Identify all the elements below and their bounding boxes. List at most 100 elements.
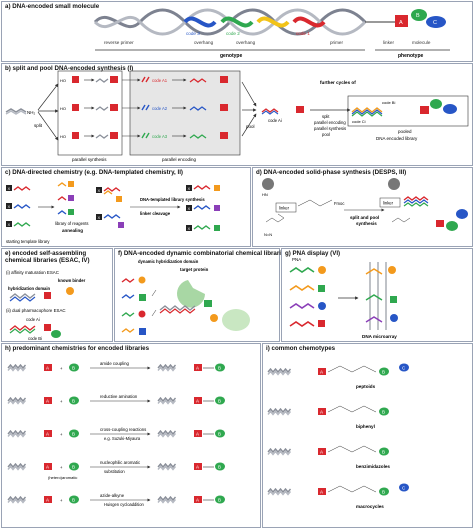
chemotype-label: peptoids xyxy=(356,384,376,389)
svg-text:+: + xyxy=(60,465,63,470)
svg-text:A: A xyxy=(46,432,49,437)
genotype-label: genotype xyxy=(220,53,242,59)
panel-e-diagram: (i) affinity maturation ESAC known binde… xyxy=(6,270,86,341)
label-code-1: code 1 xyxy=(296,31,310,36)
svg-text:A: A xyxy=(196,366,199,371)
svg-text:B: B xyxy=(218,465,221,470)
svg-text:B: B xyxy=(218,432,221,437)
pna-label: PNA xyxy=(292,257,301,262)
reaction-name: cross-coupling reactions xyxy=(100,427,146,432)
svg-text:N=N: N=N xyxy=(264,232,272,237)
linker-cleavage-label: linker cleavage xyxy=(140,211,171,216)
code-c-label: C xyxy=(433,20,437,26)
label-code-2: code 2 xyxy=(226,31,240,36)
hybrid-domain-label: hybridization domain xyxy=(8,286,51,291)
label-reverse-primer: reverse primer xyxy=(104,40,134,45)
svg-text:B: B xyxy=(218,498,221,503)
label-primer: primer xyxy=(330,40,343,45)
svg-text:+: + xyxy=(60,432,63,437)
target-protein-label: target protein xyxy=(180,267,209,272)
further-step-3: parallel synthesis xyxy=(314,126,346,131)
svg-text:A: A xyxy=(46,498,49,503)
code-ci-label: code Ci xyxy=(352,119,366,124)
further-step-2: parallel encoding xyxy=(314,120,346,125)
code-bi-label: code Bi xyxy=(382,100,395,105)
code-a2-label: code A2 xyxy=(152,106,168,111)
reaction-name: nucleophilic aromatic xyxy=(100,460,141,465)
fmoc-label: Fmoc xyxy=(334,201,344,206)
reaction-name: azide-alkyne xyxy=(100,493,125,498)
chemotype-row: ABCmacrocycles xyxy=(268,484,409,510)
svg-text:NH₂: NH₂ xyxy=(27,110,35,115)
svg-text:+: + xyxy=(60,399,63,404)
esac-code-ai: code Ai xyxy=(26,317,40,322)
template-library-label: starting template library xyxy=(6,239,50,244)
further-step-1: split xyxy=(322,114,330,119)
svg-text:HO: HO xyxy=(60,106,66,111)
chemotype-label: biphenyl xyxy=(356,424,375,429)
esac-code-bi: code Bi xyxy=(28,336,42,341)
reaction-name: amide coupling xyxy=(100,361,130,366)
panel-f-diagram: dynamic hybridization domain target prot… xyxy=(122,259,250,335)
chemotype-row: ABbenzimidazoles xyxy=(268,446,390,469)
reaction-name: reductive amination xyxy=(100,394,138,399)
split-label: split xyxy=(34,123,43,128)
svg-text:A: A xyxy=(320,370,323,375)
chemotype-row: ABbiphenyl xyxy=(268,406,389,429)
svg-text:+: + xyxy=(60,498,63,503)
label-code-3: code 3 xyxy=(186,31,200,36)
further-cycles-label: further cycles of xyxy=(320,80,356,85)
panel-c-diagram: X X X starting template library library … xyxy=(6,181,220,244)
panel-b-diagram: NH₂ split parallel synthesis parallel en… xyxy=(6,71,468,162)
svg-text:X: X xyxy=(98,215,101,220)
label-overhang-2: overhang xyxy=(236,40,256,45)
svg-text:A: A xyxy=(196,399,199,404)
svg-text:B: B xyxy=(382,490,385,495)
code-a-label: A xyxy=(399,20,403,26)
svg-text:B: B xyxy=(72,432,75,437)
synthesis-label: synthesis xyxy=(356,221,377,226)
dna-microarray-label: DNA microarray xyxy=(362,334,397,339)
code-ai-label: code Ai xyxy=(268,118,282,123)
chemotype-label: macrocycles xyxy=(356,504,384,509)
split-pool-label: split and pool xyxy=(350,215,379,220)
linker-box-2: linker xyxy=(383,201,394,206)
annealing-label: annealing xyxy=(62,228,83,233)
svg-text:A: A xyxy=(196,498,199,503)
svg-text:X: X xyxy=(98,188,101,193)
svg-text:HO: HO xyxy=(60,134,66,139)
svg-text:X: X xyxy=(8,204,11,209)
code-a3-label: code A3 xyxy=(152,134,168,139)
phenotype-label: phenotype xyxy=(398,53,423,59)
reaction-sub: Huisgen cycloaddition xyxy=(104,502,145,507)
dynamic-domain-label: dynamic hybridization domain xyxy=(138,259,199,264)
panel-d-diagram: HN linker Fmoc N=N split and pool synthe… xyxy=(262,178,468,237)
svg-text:A: A xyxy=(320,450,323,455)
svg-text:+: + xyxy=(60,366,63,371)
svg-text:HN: HN xyxy=(262,192,268,197)
code-a1-label: code A1 xyxy=(152,78,168,83)
svg-text:A: A xyxy=(196,432,199,437)
svg-text:X: X xyxy=(188,206,191,211)
templated-synthesis-label: DNA-templated library synthesis xyxy=(140,197,205,202)
label-molecule: molecule xyxy=(412,40,431,45)
svg-text:A: A xyxy=(196,465,199,470)
label-linker: linker xyxy=(383,40,394,45)
svg-text:HO: HO xyxy=(60,78,66,83)
pooled-label: pooled xyxy=(398,129,412,134)
svg-text:X: X xyxy=(8,222,11,227)
svg-text:A: A xyxy=(320,490,323,495)
panel-h-rows: A + Bamide couplingA B A + Breductive aminatio… xyxy=(8,361,225,507)
further-step-4: pool xyxy=(322,132,330,137)
reaction-row: A+Bamide couplingAB xyxy=(8,361,225,372)
svg-text:X: X xyxy=(8,186,11,191)
svg-text:A: A xyxy=(46,366,49,371)
svg-text:B: B xyxy=(218,366,221,371)
reaction-sub: substitution xyxy=(104,469,125,474)
svg-text:B: B xyxy=(382,370,385,375)
